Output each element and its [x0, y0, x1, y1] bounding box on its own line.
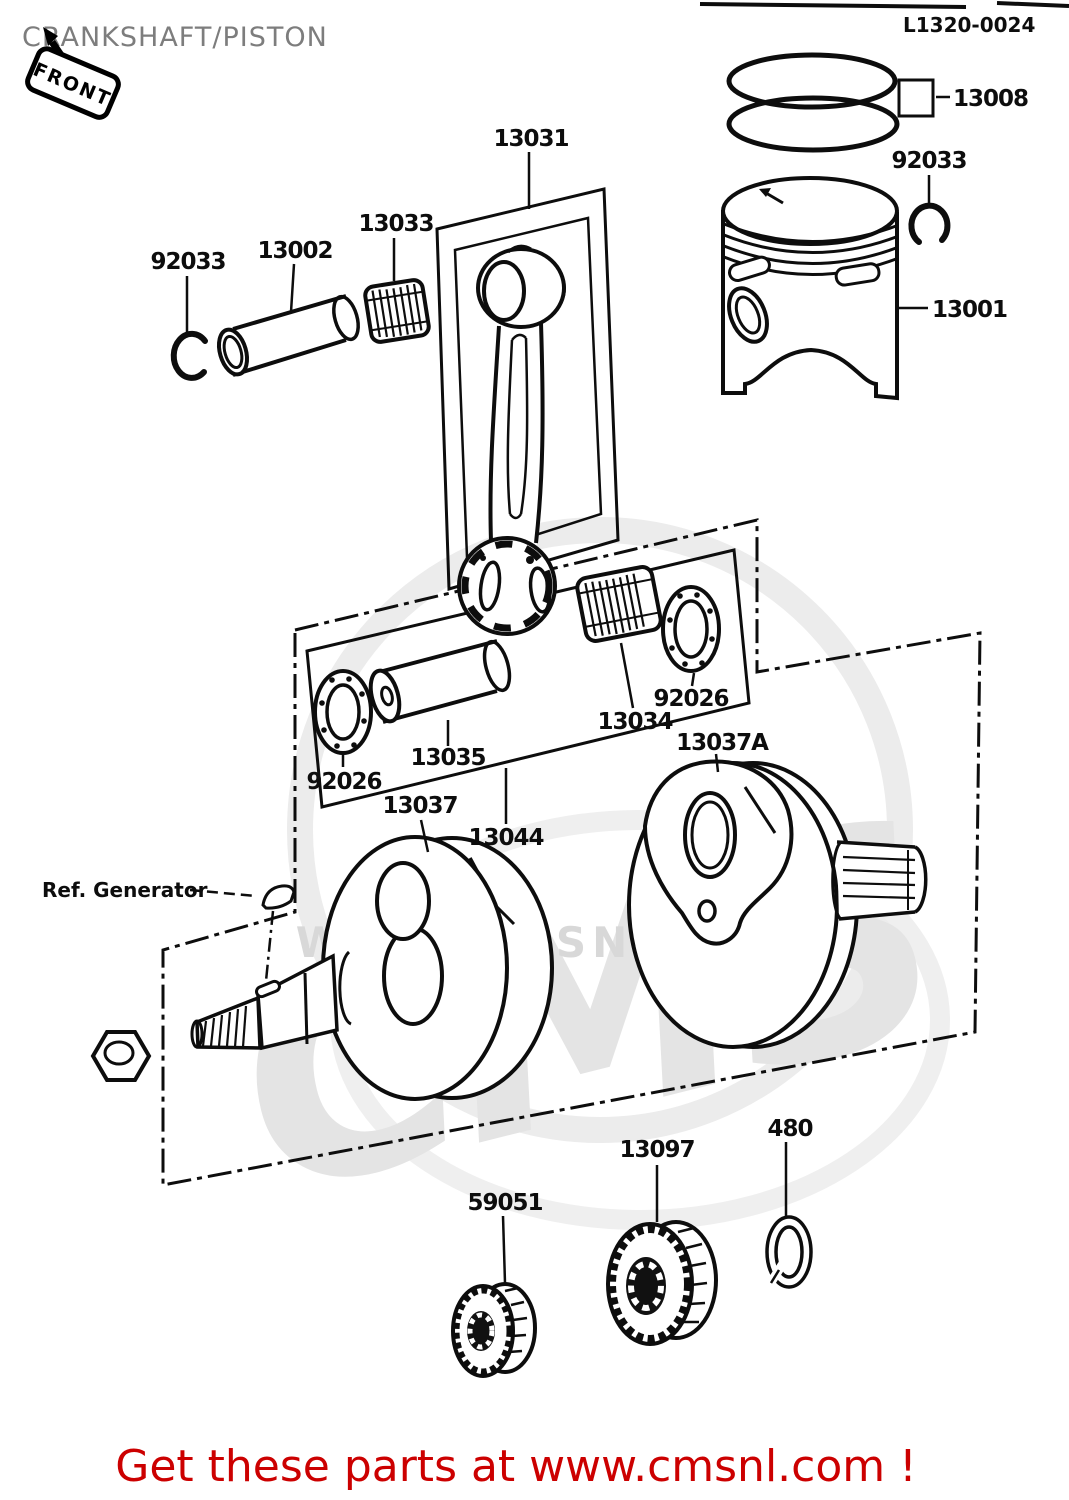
- connecting-rod-drawing: [457, 244, 566, 636]
- part-label-13037a: 13037A: [676, 730, 769, 756]
- ref-generator-label: Ref. Generator: [42, 878, 208, 902]
- part-label-92026-left: 92026: [306, 769, 381, 795]
- part-label-13001: 13001: [932, 297, 1007, 323]
- snap-ring-drawing: [764, 1142, 813, 1290]
- crank-half-left-drawing: [190, 819, 554, 1101]
- piston-pin-drawing: [216, 263, 360, 377]
- doc-number: L1320-0024: [903, 13, 1035, 37]
- front-stamp: FRONT: [25, 46, 121, 120]
- circlip-left-drawing: [170, 276, 208, 381]
- bigend-bearing-drawing: [575, 565, 663, 709]
- crank-half-right-drawing: [627, 753, 928, 1049]
- conrod-box-outer: [435, 187, 620, 591]
- part-label-13034: 13034: [597, 709, 672, 735]
- gear-large-drawing: [606, 1165, 718, 1346]
- part-label-13033: 13033: [358, 211, 433, 237]
- part-label-13008: 13008: [953, 86, 1028, 112]
- assembly-boundary-dashdot: [161, 518, 982, 1187]
- part-label-13044: 13044: [468, 825, 543, 851]
- woodruff-key-drawing: [189, 884, 296, 982]
- footer-shop-link[interactable]: Get these parts at www.cmsnl.com !: [115, 1441, 917, 1492]
- smallend-bearing-drawing: [363, 278, 431, 344]
- part-label-59051: 59051: [467, 1190, 542, 1216]
- circlip-right-drawing: [908, 175, 951, 245]
- part-label-92026-right: 92026: [653, 686, 728, 712]
- part-label-13002: 13002: [257, 238, 332, 264]
- part-label-13037: 13037: [382, 793, 457, 819]
- crank-pin-drawing: [368, 639, 512, 746]
- washer-left-drawing: [313, 669, 373, 767]
- part-label-92033-left: 92033: [150, 249, 225, 275]
- washer-right-drawing: [661, 585, 721, 687]
- watermark-swirl: [287, 517, 913, 1143]
- part-label-92033-right: 92033: [891, 148, 966, 174]
- piston-dome-arrow: [759, 188, 784, 205]
- part-label-13097: 13097: [619, 1137, 694, 1163]
- piston-drawing: [721, 176, 928, 401]
- part-labels: 13008 92033 13001 13031 13033 13002 9203…: [42, 86, 1029, 1216]
- piston-rings-drawing: [726, 52, 950, 153]
- part-label-13031: 13031: [493, 126, 568, 152]
- conrod-box-inner: [453, 216, 603, 559]
- part-label-13035: 13035: [410, 745, 485, 771]
- gear-small-drawing: [451, 1215, 537, 1378]
- part-label-480: 480: [767, 1116, 812, 1142]
- crank-nut-drawing: [90, 1030, 152, 1082]
- page-title: CRANKSHAFT/PISTON: [22, 22, 328, 53]
- top-frame-lines: [699, 1, 1069, 9]
